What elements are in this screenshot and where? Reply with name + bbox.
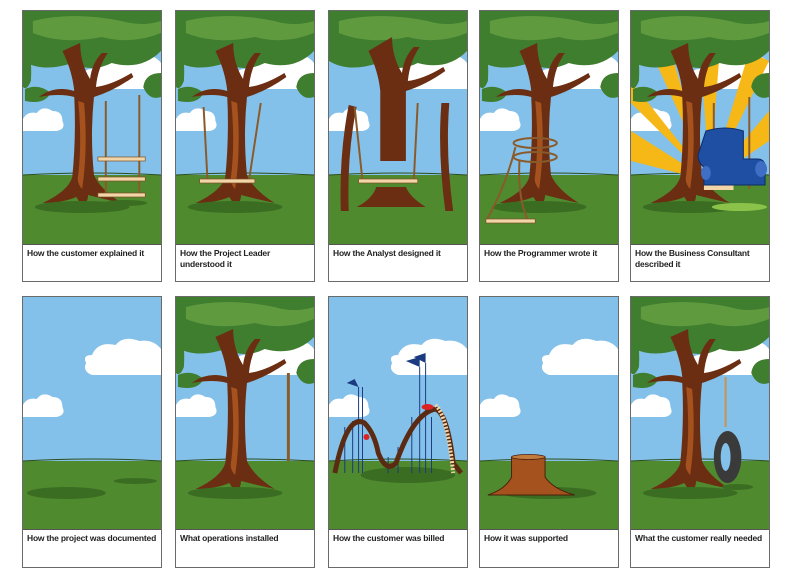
scene-split-trunk-swing: [329, 11, 467, 244]
scene-armchair-swing: [631, 11, 769, 244]
panel-operations-installed: What operations installed: [175, 296, 315, 568]
scene-tree-stump: [480, 297, 618, 529]
caption: How the customer explained it: [23, 244, 161, 281]
caption: How the Business Consultant described it: [631, 244, 769, 281]
scene-single-rope: [176, 297, 314, 529]
panel-customer-billed: How the customer was billed: [328, 296, 468, 568]
caption: What operations installed: [176, 529, 314, 567]
scene-rope-wrapped-trunk: [480, 11, 618, 244]
scene-tire-swing: [631, 297, 769, 529]
panel-analyst-designed: How the Analyst designed it: [328, 10, 468, 282]
caption: What the customer really needed: [631, 529, 769, 567]
caption: How the Programmer wrote it: [480, 244, 618, 281]
scene-roller-coaster: [329, 297, 467, 529]
panel-customer-explained: How the customer explained it: [22, 10, 162, 282]
panel-programmer-wrote: How the Programmer wrote it: [479, 10, 619, 282]
scene-rope-ladder-swing: [23, 11, 161, 244]
caption: How the customer was billed: [329, 529, 467, 567]
caption: How the Project Leader understood it: [176, 244, 314, 281]
caption: How the Analyst designed it: [329, 244, 467, 281]
panel-customer-really-needed: What the customer really needed: [630, 296, 770, 568]
panel-how-supported: How it was supported: [479, 296, 619, 568]
panel-project-leader-understood: How the Project Leader understood it: [175, 10, 315, 282]
caption: How it was supported: [480, 529, 618, 567]
caption: How the project was documented: [23, 529, 161, 567]
scene-swing-around-trunk: [176, 11, 314, 244]
panel-project-documented: How the project was documented: [22, 296, 162, 568]
scene-empty-field: [23, 297, 161, 529]
panel-business-consultant-described: How the Business Consultant described it: [630, 10, 770, 282]
